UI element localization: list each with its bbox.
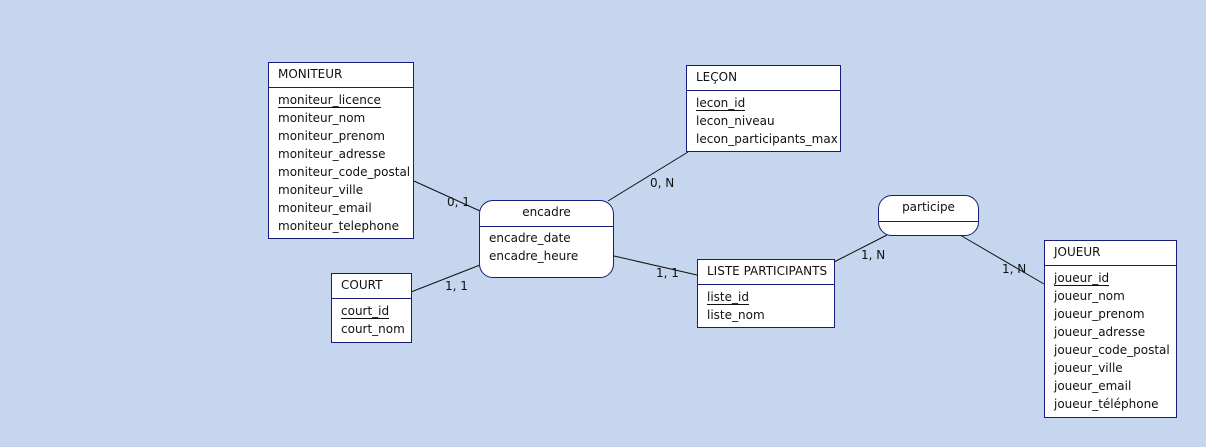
cardinality-liste-encadre: 1, 1 [656,266,679,280]
primary-key-attribute: moniteur_licence [278,93,381,108]
cardinality-lecon-encadre: 0, N [650,176,675,190]
link-moniteur-encadre [413,180,481,212]
attribute: encadre_date [489,231,571,245]
attribute: moniteur_telephone [278,219,399,233]
attribute: joueur_code_postal [1054,343,1170,357]
attribute: joueur_téléphone [1054,397,1159,411]
attribute: liste_nom [707,308,765,322]
link-liste-participe [833,234,888,263]
attribute-list: joueur_id joueur_nom joueur_prenom joueu… [1045,266,1176,413]
attribute-list: lecon_id lecon_niveau lecon_participants… [687,91,840,148]
attribute: moniteur_email [278,201,372,215]
association-title: encadre [480,201,613,227]
association-participe[interactable]: participe [878,195,979,236]
attribute: lecon_niveau [696,114,775,128]
entity-title: MONITEUR [269,63,413,88]
entity-title: COURT [332,274,411,299]
attribute: moniteur_code_postal [278,165,411,179]
entity-title: LEÇON [687,66,840,91]
attribute: encadre_heure [489,249,579,263]
cardinality-moniteur-encadre: 0, 1 [447,195,470,209]
entity-lecon[interactable]: LEÇON lecon_id lecon_niveau lecon_partic… [686,65,841,152]
link-court-encadre [410,264,481,293]
entity-court[interactable]: COURT court_id court_nom [331,273,412,343]
attribute: moniteur_nom [278,111,366,125]
attribute: joueur_adresse [1054,325,1146,339]
attribute-list: encadre_date encadre_heure [480,227,613,265]
cardinality-court-encadre: 1, 1 [445,279,468,293]
cardinality-joueur-participe: 1, N [1002,262,1027,276]
link-joueur-participe [959,234,1045,285]
cardinality-liste-participe: 1, N [861,248,886,262]
attribute-list: court_id court_nom [332,299,411,338]
attribute: joueur_prenom [1054,307,1145,321]
primary-key-attribute: liste_id [707,290,749,305]
entity-title: JOUEUR [1045,241,1176,266]
primary-key-attribute: court_id [341,304,390,319]
attribute: joueur_ville [1054,361,1123,375]
attribute-list: moniteur_licence moniteur_nom moniteur_p… [269,88,413,235]
attribute: lecon_participants_max [696,132,838,146]
attribute: joueur_nom [1054,289,1125,303]
attribute: moniteur_adresse [278,147,386,161]
attribute: joueur_email [1054,379,1132,393]
attribute: moniteur_prenom [278,129,385,143]
entity-title: LISTE PARTICIPANTS [698,260,834,285]
attribute-list: liste_id liste_nom [698,285,834,324]
link-lecon-encadre [607,151,689,202]
association-title: participe [879,196,978,222]
entity-joueur[interactable]: JOUEUR joueur_id joueur_nom joueur_preno… [1044,240,1177,418]
attribute: moniteur_ville [278,183,364,197]
entity-liste-participants[interactable]: LISTE PARTICIPANTS liste_id liste_nom [697,259,835,328]
attribute: court_nom [341,322,405,336]
entity-moniteur[interactable]: MONITEUR moniteur_licence moniteur_nom m… [268,62,414,239]
link-liste-encadre [613,255,698,276]
primary-key-attribute: lecon_id [696,96,746,111]
primary-key-attribute: joueur_id [1054,271,1110,286]
association-encadre[interactable]: encadre encadre_date encadre_heure [479,200,614,278]
